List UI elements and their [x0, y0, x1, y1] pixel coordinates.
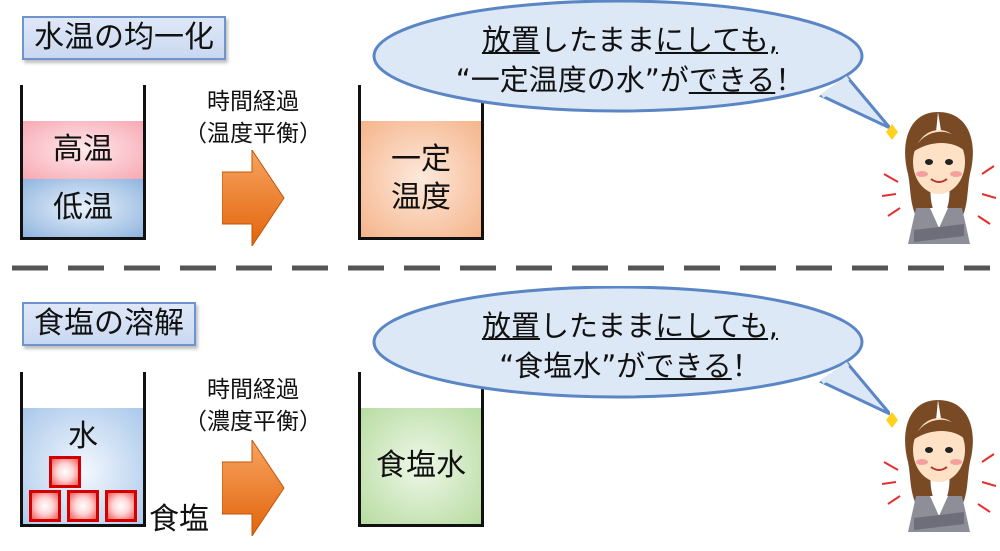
- process-line1: 時間経過: [207, 89, 299, 115]
- process-line2: （濃度平衡）: [184, 409, 322, 435]
- bubble2-exclaim: ！: [731, 349, 761, 383]
- section1-title: 水温の均一化: [22, 16, 226, 60]
- beaker-before-temperature: 高温 低温: [20, 85, 146, 240]
- saltwater-label: 食塩水: [376, 448, 466, 483]
- uniform-layer: 一定 温度: [361, 121, 481, 237]
- arrow-right-icon: [222, 440, 285, 536]
- salt-crystal: [105, 490, 137, 522]
- cold-layer: 低温: [23, 179, 143, 237]
- speech-bubble-2: [372, 286, 890, 416]
- bubble1-word-shitamama: したまま: [539, 23, 656, 57]
- hot-layer: 高温: [23, 121, 143, 179]
- cold-label: 低温: [53, 190, 113, 225]
- bubble2-word-dekiru: できる: [645, 349, 732, 383]
- process-label-concentration: 時間経過 （濃度平衡）: [183, 374, 323, 438]
- uniform-label-line2: 温度: [391, 180, 451, 215]
- bubble1-word-nishitemo: にしても,: [655, 23, 779, 57]
- salt-label: 食塩: [149, 502, 209, 537]
- salt-crystal: [67, 490, 99, 522]
- bubble1-word-dekiru: できる: [688, 63, 776, 97]
- speech-bubble-1: [372, 0, 890, 130]
- bubble2-word-shitamama: したまま: [539, 309, 656, 343]
- woman-character-icon: [881, 112, 996, 244]
- beaker-before-salt: 水: [20, 372, 146, 527]
- speech-text-1: 放置したままにしても, “一定温度の水”ができる！: [410, 20, 850, 100]
- section2-title: 食塩の溶解: [22, 302, 196, 346]
- beaker-after-salt: 食塩水: [358, 372, 484, 527]
- process-line1: 時間経過: [207, 377, 299, 403]
- bubble1-word-houchi: 放置: [481, 23, 540, 57]
- arrow-right-icon: [222, 150, 285, 246]
- hot-label: 高温: [53, 132, 113, 167]
- section-divider: [12, 265, 990, 271]
- bubble1-quote: “一定温度の水”が: [455, 63, 689, 97]
- salt-crystal: [49, 456, 81, 488]
- sparkle-icon: [886, 412, 898, 428]
- saltwater-layer: 食塩水: [361, 408, 481, 524]
- bubble2-quote: “食塩水”が: [499, 349, 646, 383]
- beaker-after-temperature: 一定 温度: [358, 85, 484, 240]
- water-label: 水: [68, 419, 98, 454]
- speech-text-2: 放置したままにしても, “食塩水”ができる！: [410, 306, 850, 386]
- bubble2-word-houchi: 放置: [481, 309, 540, 343]
- bubble1-exclaim: ！: [775, 63, 805, 97]
- bubble2-word-nishitemo: にしても,: [655, 309, 779, 343]
- sparkle-icon: [886, 124, 898, 140]
- salt-crystal: [29, 490, 61, 522]
- process-line2: （温度平衡）: [184, 121, 322, 147]
- process-label-temperature: 時間経過 （温度平衡）: [183, 86, 323, 150]
- woman-character-icon: [881, 400, 996, 532]
- uniform-label-line1: 一定: [391, 142, 451, 177]
